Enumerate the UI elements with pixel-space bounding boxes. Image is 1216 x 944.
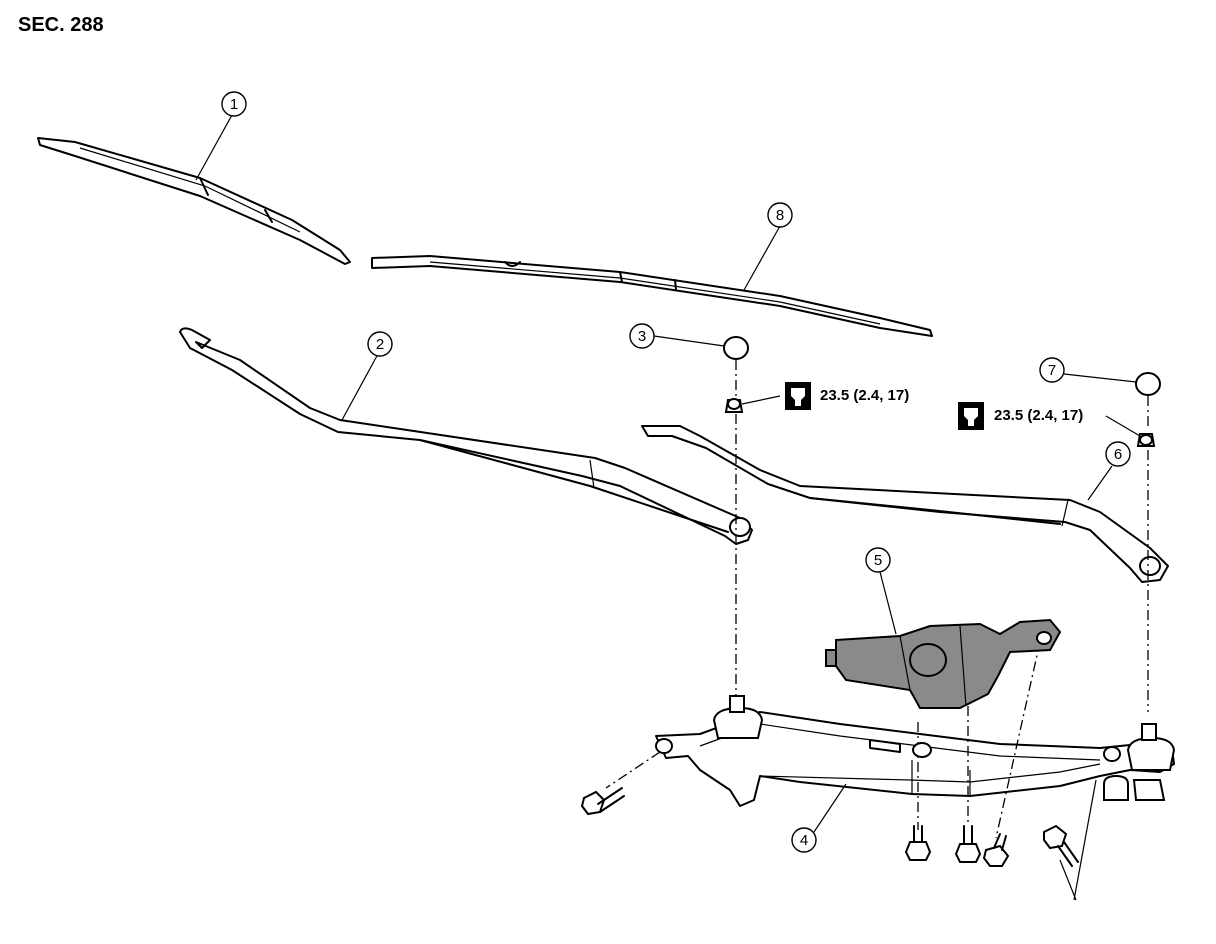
- pivot-cap-left: [723, 336, 749, 360]
- wiper-motor: [825, 618, 1062, 709]
- pivot-cap-right: [1135, 372, 1161, 396]
- section-title: SEC. 288: [18, 14, 104, 36]
- svg-text:6: 6: [1114, 446, 1122, 463]
- wiper-linkage: [655, 695, 1176, 807]
- callout-2: 2: [367, 331, 393, 357]
- torque-spec-left: 23.5 (2.4, 17): [785, 382, 909, 410]
- callout-8: 8: [767, 202, 793, 228]
- svg-text:5: 5: [874, 552, 882, 569]
- bolt-pointer-lines: [1059, 779, 1097, 901]
- svg-text:1: 1: [230, 96, 238, 113]
- bolt-motor-1: [904, 825, 932, 861]
- svg-text:4: 4: [800, 832, 808, 849]
- leader-lines: [195, 114, 1141, 833]
- pivot-nut-left: [724, 398, 744, 413]
- callout-4: 4: [791, 827, 817, 853]
- callout-5: 5: [865, 547, 891, 573]
- pivot-nut-right: [1136, 433, 1156, 447]
- svg-text:3: 3: [638, 328, 646, 345]
- bolt-motor-2: [954, 825, 982, 863]
- callout-6: 6: [1105, 441, 1131, 467]
- torque-spec-right: 23.5 (2.4, 17): [958, 402, 1083, 430]
- alignment-lines: [605, 360, 1149, 839]
- wiper-arm-right: [641, 425, 1169, 583]
- callout-1: 1: [221, 91, 247, 117]
- callout-3: 3: [629, 323, 655, 349]
- bolt-linkage-right: [1043, 824, 1079, 867]
- bolt-motor-3: [982, 833, 1010, 867]
- wiper-arm-left: [179, 327, 753, 545]
- svg-text:23.5 (2.4, 17): 23.5 (2.4, 17): [994, 407, 1083, 424]
- svg-text:23.5 (2.4, 17): 23.5 (2.4, 17): [820, 387, 909, 404]
- wiper-blade-left: [37, 137, 351, 265]
- torque-wrench-icon: [785, 382, 811, 410]
- wiper-blade-right: [371, 255, 933, 337]
- torque-wrench-icon: [958, 402, 984, 430]
- svg-text:7: 7: [1048, 362, 1056, 379]
- callout-7: 7: [1039, 357, 1065, 383]
- svg-text:8: 8: [776, 207, 784, 224]
- svg-text:2: 2: [376, 336, 384, 353]
- bolt-linkage-left: [580, 787, 625, 816]
